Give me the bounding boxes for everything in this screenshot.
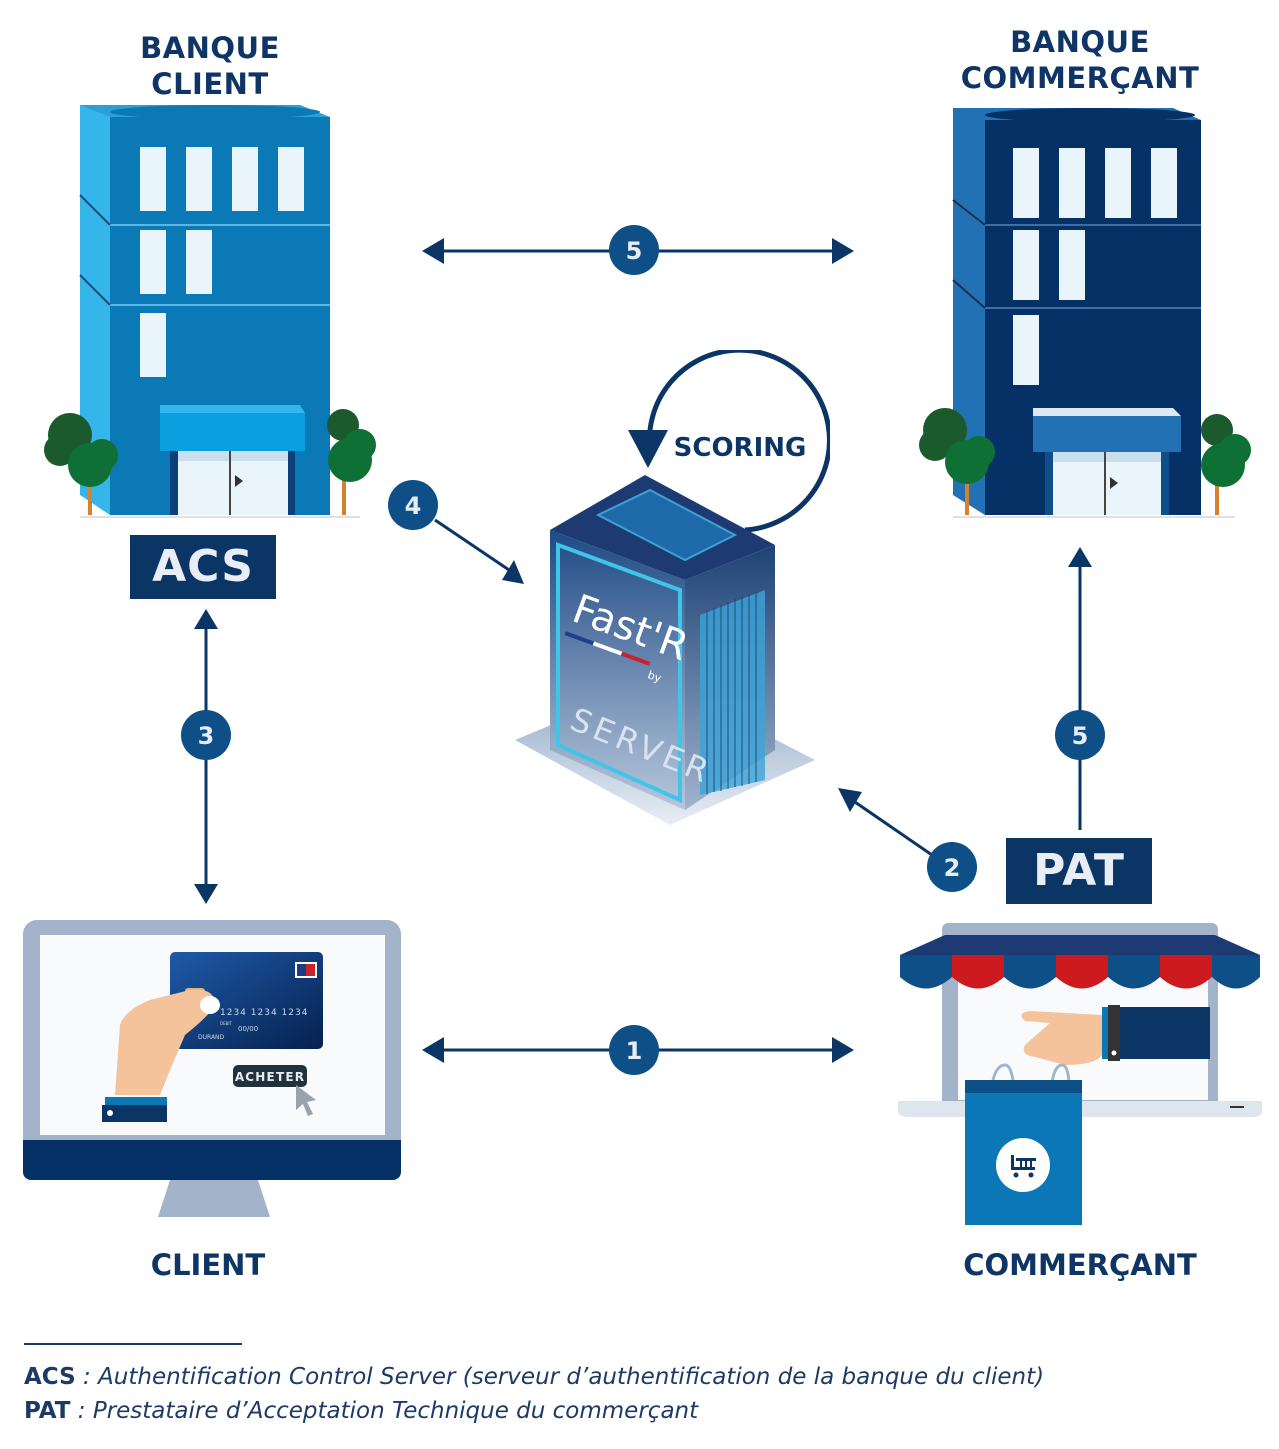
- card-expiry: 00/00: [238, 1025, 258, 1033]
- merchant-hand-icon: [1021, 1005, 1210, 1065]
- card-number: 1234 1234 1234: [220, 1008, 308, 1018]
- card-type: DEBIT: [220, 1021, 233, 1026]
- bank-merchant-title-line1: BANQUE: [1010, 25, 1150, 59]
- bank-merchant-title: BANQUE COMMERÇANT: [930, 24, 1230, 96]
- merchant-label: COMMERÇANT: [963, 1248, 1197, 1282]
- client-label: CLIENT: [150, 1248, 266, 1282]
- legend-divider: [24, 1343, 242, 1345]
- svg-text:3: 3: [198, 722, 215, 750]
- client-hand-icon: [102, 989, 220, 1122]
- bank-client-title: BANQUE CLIENT: [110, 30, 310, 102]
- svg-text:1: 1: [626, 1037, 643, 1065]
- svg-text:ACHETER: ACHETER: [235, 1070, 305, 1084]
- svg-text:4: 4: [405, 492, 422, 520]
- svg-text:2: 2: [944, 854, 961, 882]
- server-illustration: SCORING Fast'R by SERVER: [515, 350, 830, 825]
- scoring-label: SCORING: [674, 433, 807, 463]
- shopping-cart-icon: [1011, 1155, 1036, 1178]
- svg-text:5: 5: [626, 237, 643, 265]
- acs-label: ACS: [130, 535, 276, 599]
- legend-item-pat: PAT : Prestataire d’Acceptation Techniqu…: [24, 1394, 1044, 1428]
- legend-term: PAT: [24, 1398, 71, 1424]
- step-badge-1: 1: [609, 1025, 659, 1075]
- step-badge-3: 3: [181, 710, 231, 760]
- legend-definition: Prestataire d’Acceptation Technique du c…: [92, 1398, 699, 1424]
- bank-merchant-building-icon: [919, 108, 1251, 518]
- legend-separator: :: [70, 1398, 93, 1424]
- step-badge-5-right: 5: [1055, 710, 1105, 760]
- flow-3-acs-to-client: [194, 609, 218, 904]
- buy-button[interactable]: ACHETER: [233, 1065, 307, 1087]
- merchant-shop-illustration: [898, 923, 1262, 1225]
- step-badge-5-top: 5: [609, 225, 659, 275]
- shopping-bag-icon: [965, 1063, 1082, 1225]
- legend-term: ACS: [24, 1364, 76, 1390]
- bank-merchant-title-line2: COMMERÇANT: [960, 61, 1200, 95]
- server-brand-by: by: [646, 668, 664, 685]
- bank-client-title-line1: BANQUE: [140, 31, 280, 65]
- credit-card-icon: 1234 1234 1234 DEBIT 00/00 DURAND: [170, 952, 323, 1049]
- legend-item-acs: ACS : Authentification Control Server (s…: [24, 1360, 1044, 1394]
- flow-5-pat-to-bank-merchant: [1068, 547, 1092, 830]
- legend-definition: Authentification Control Server (serveur…: [98, 1364, 1045, 1390]
- legend-separator: :: [75, 1364, 99, 1390]
- scoring-arrowhead-icon: [628, 430, 668, 468]
- pat-label: PAT: [1006, 838, 1152, 904]
- shop-awning-icon: [900, 935, 1260, 989]
- bank-client-title-line2: CLIENT: [151, 67, 269, 101]
- flow-2-pat-to-server: [838, 788, 933, 857]
- bank-client-building-icon: [44, 105, 376, 518]
- step-badge-4: 4: [388, 480, 438, 530]
- flow-5-bank-to-bank: [422, 238, 854, 264]
- legend: ACS : Authentification Control Server (s…: [24, 1360, 1044, 1428]
- scoring-loop-arrow-icon: [646, 350, 830, 533]
- mouse-cursor-icon: [296, 1085, 316, 1116]
- svg-text:5: 5: [1072, 722, 1089, 750]
- step-badge-2: 2: [927, 842, 977, 892]
- card-holder: DURAND: [198, 1034, 225, 1041]
- client-computer-illustration: 1234 1234 1234 DEBIT 00/00 DURAND ACHETE…: [23, 920, 401, 1217]
- flow-1-client-to-merchant: [422, 1037, 854, 1063]
